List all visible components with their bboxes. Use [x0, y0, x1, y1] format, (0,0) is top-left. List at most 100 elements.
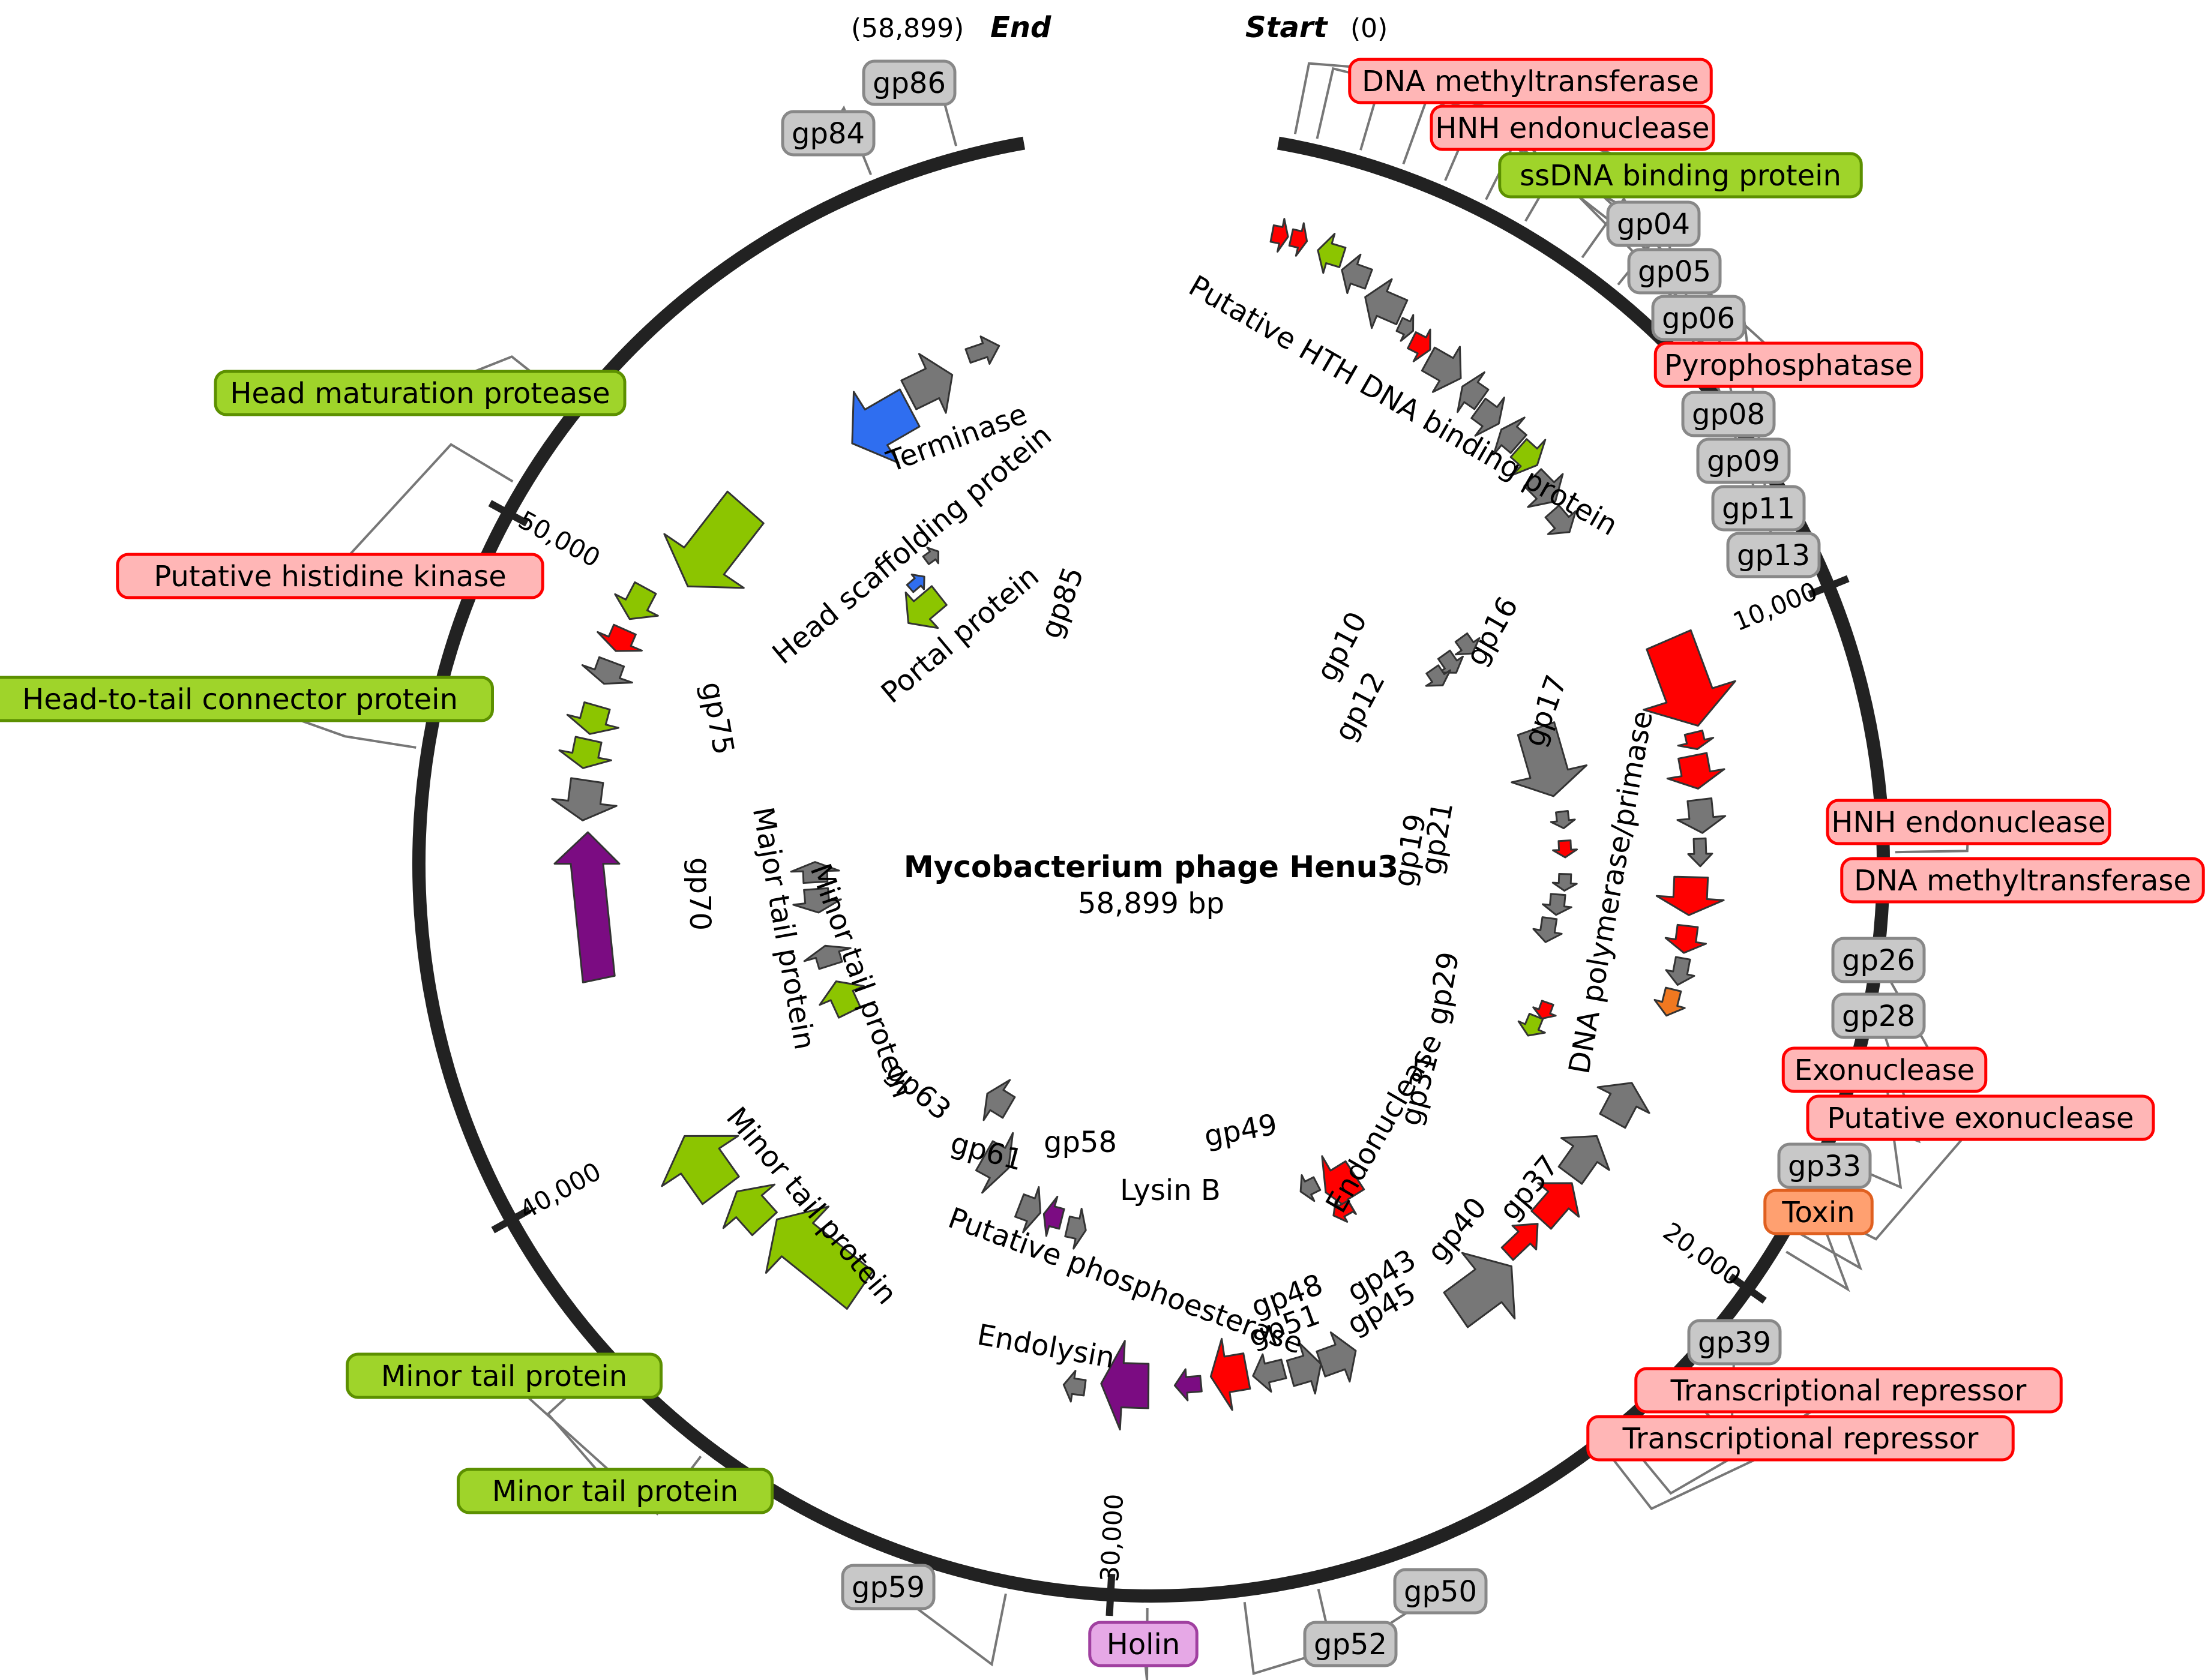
callout-box — [1826, 799, 2111, 845]
gene-arrow — [722, 1183, 778, 1237]
callout-text: Transcriptional repressor — [1622, 1422, 1979, 1456]
leader-line — [329, 443, 514, 577]
gene-arrow — [1209, 1337, 1251, 1411]
gene-label: gp16 — [1459, 591, 1525, 671]
callout-text: gp06 — [1662, 302, 1735, 335]
callout-text: gp84 — [792, 117, 865, 151]
gene-arrow — [1395, 314, 1415, 342]
gene-arrow — [566, 701, 620, 735]
gene-label: gp21 — [1414, 799, 1460, 877]
gene-label: gp85 — [1034, 563, 1090, 643]
gene-arrow — [1316, 1331, 1357, 1383]
tick-label: 40,000 — [514, 1156, 606, 1225]
callout-box — [1634, 1367, 2063, 1414]
callout-gray: gp84 — [781, 110, 876, 157]
gene-arrow — [1173, 1368, 1203, 1402]
gene-arrow — [765, 1205, 874, 1310]
callout-red: DNA methyltransferase — [1348, 58, 1713, 104]
callout-box — [457, 1468, 774, 1514]
gene-label: Endolysin — [975, 1318, 1117, 1375]
callout-red: DNA methyltransferase — [1840, 857, 2205, 904]
gene-arrow — [803, 944, 852, 970]
gene-arrow — [1425, 664, 1452, 687]
gene-arrow — [1457, 371, 1490, 413]
gene-arrow — [906, 574, 925, 593]
tick-label: 10,000 — [1729, 576, 1822, 637]
leader-line — [887, 1586, 1007, 1667]
callout-text: gp04 — [1617, 208, 1690, 241]
callout-purple: Holin — [1088, 1621, 1199, 1667]
gene-arrow — [1530, 1182, 1580, 1230]
gene-arrow — [1470, 397, 1505, 437]
callout-box — [1763, 1189, 1874, 1235]
callout-box — [1831, 937, 1926, 983]
callout-text: gp05 — [1638, 255, 1711, 289]
leader-line — [1785, 1211, 1850, 1292]
gene-arrow — [1596, 1082, 1650, 1129]
gene-label: Minor tail protein — [804, 859, 919, 1102]
callout-box — [1088, 1621, 1199, 1667]
callout-box — [841, 1564, 936, 1610]
gene-arrow — [1664, 923, 1707, 954]
gene-arrow — [1364, 278, 1409, 329]
callout-box — [1831, 992, 1926, 1039]
callout-box — [1840, 857, 2205, 904]
gene-arrow — [1062, 1370, 1087, 1403]
callout-gray: gp05 — [1627, 248, 1722, 295]
gene-arrow — [1550, 809, 1576, 829]
gene-arrow — [1288, 222, 1308, 257]
callout-gray: gp11 — [1711, 485, 1806, 532]
gene-arrow — [922, 547, 940, 565]
gene-label: gp58 — [1044, 1126, 1117, 1159]
callout-text: gp09 — [1707, 445, 1780, 478]
tick-mark — [488, 500, 529, 527]
gene-arrow — [1643, 629, 1736, 727]
callout-gray: gp09 — [1696, 437, 1791, 484]
callout-box — [862, 59, 957, 106]
callout-box — [1627, 248, 1722, 295]
callout-box — [1606, 200, 1701, 247]
callout-gray: gp28 — [1831, 992, 1926, 1039]
callout-text: gp50 — [1404, 1575, 1477, 1609]
endolysin-vertical-label: Endolysin — [626, 866, 660, 1005]
callout-gray: gp52 — [1303, 1621, 1398, 1667]
callout-box — [1393, 1568, 1488, 1615]
end-position: (58,899) — [851, 13, 964, 44]
callout-red: Transcriptional repressor — [1634, 1367, 2063, 1414]
gene-arrow — [1042, 1195, 1065, 1237]
callout-red: Putative histidine kinase — [116, 553, 544, 599]
gene-arrow — [851, 388, 921, 464]
gene-arrow — [661, 1135, 740, 1205]
gene-arrow — [1421, 346, 1462, 393]
callout-red: Putative exonuclease — [1806, 1094, 2155, 1141]
gene-arrow — [1544, 504, 1577, 535]
gene-arrow — [819, 980, 865, 1019]
gene-arrow — [790, 861, 840, 884]
callout-gray: gp04 — [1606, 200, 1701, 247]
tick-label: 20,000 — [1658, 1216, 1746, 1291]
gene-arrow — [597, 623, 643, 652]
callout-box — [781, 110, 876, 157]
gene-arrow — [1666, 752, 1725, 790]
gene-label: gp17 — [1517, 671, 1574, 751]
callout-text: gp26 — [1842, 944, 1915, 977]
callout-box — [1303, 1621, 1398, 1667]
gene-label: gp70 — [683, 857, 717, 931]
gene-arrow — [1532, 916, 1563, 943]
gene-arrow — [663, 490, 765, 589]
gene-arrow — [1665, 956, 1695, 986]
gene-arrow — [1523, 468, 1564, 508]
callout-text: gp33 — [1788, 1150, 1861, 1183]
callout-text: Putative exonuclease — [1827, 1102, 2134, 1135]
gene-arrow — [975, 1132, 1014, 1194]
gene-arrow — [982, 1079, 1016, 1121]
gene-arrow — [1551, 873, 1578, 892]
callout-green: ssDNA binding protein — [1498, 152, 1863, 199]
gene-arrow — [1341, 253, 1373, 295]
gene-arrow — [1509, 438, 1547, 476]
callout-text: gp08 — [1692, 398, 1765, 431]
callout-text: gp39 — [1698, 1326, 1771, 1360]
gene-arrow — [551, 777, 618, 821]
callout-red: HNH endonuclease — [1826, 799, 2111, 845]
